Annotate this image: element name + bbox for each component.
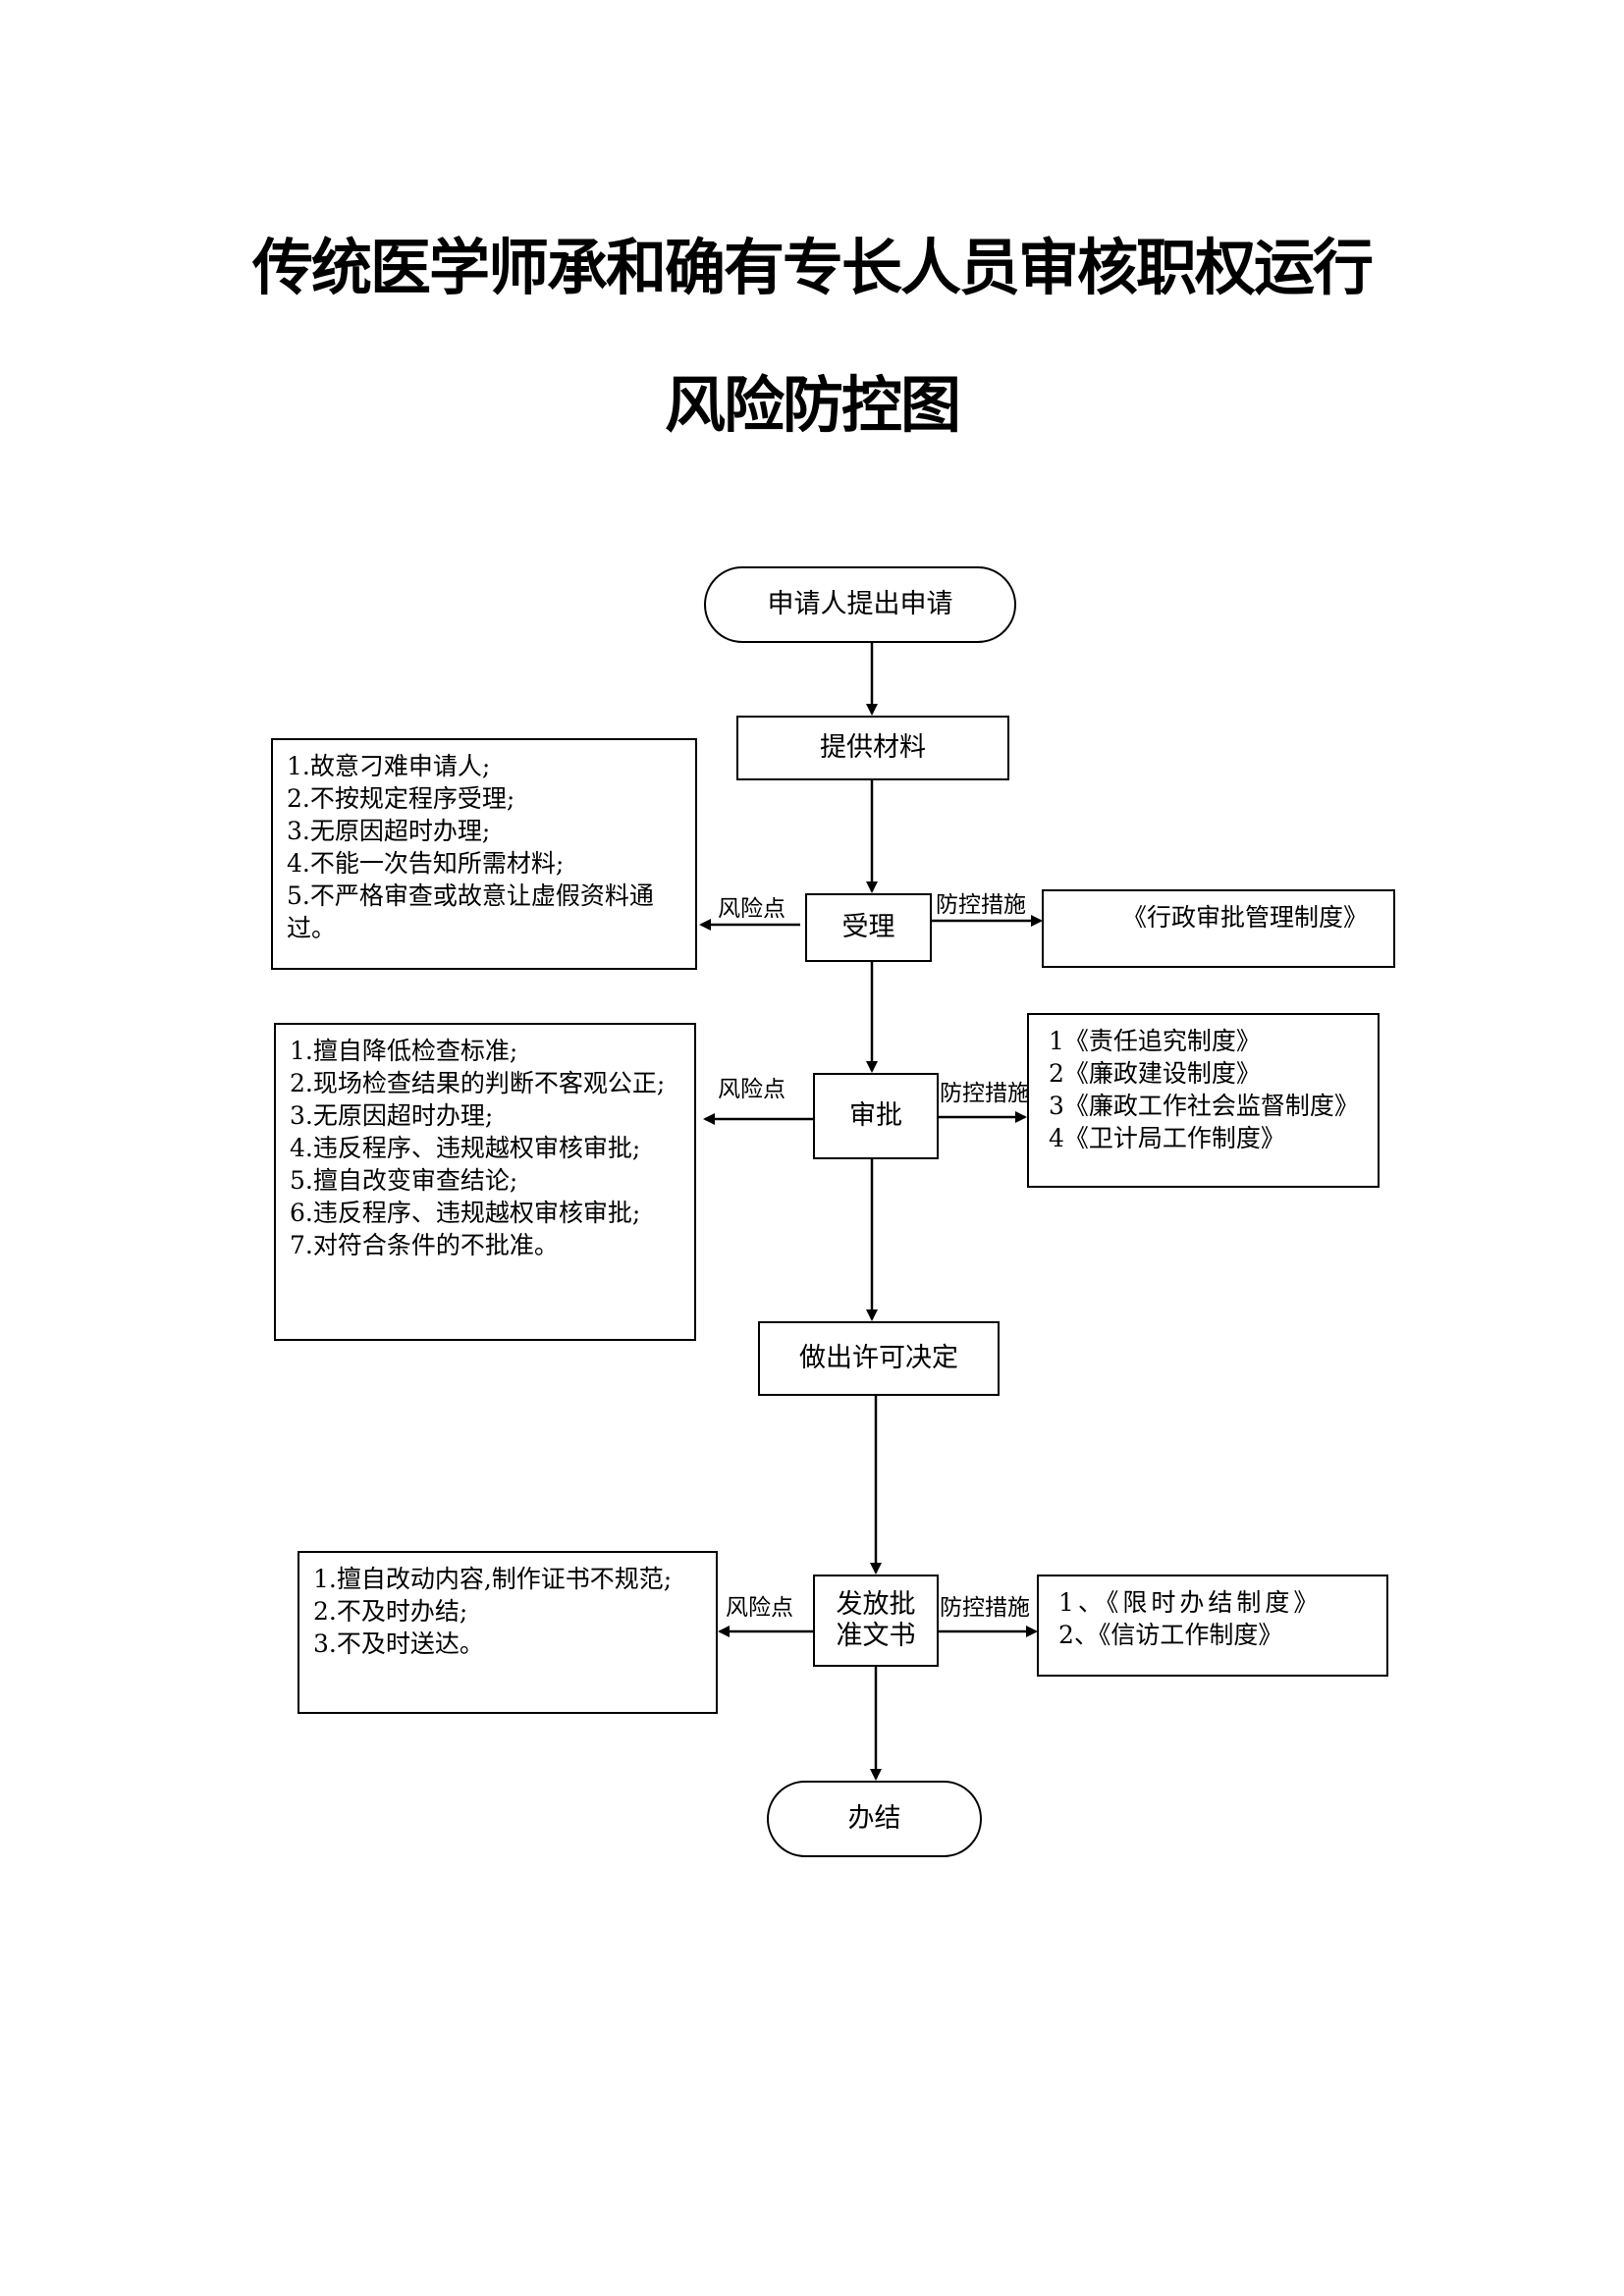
risk-box-accept: 1.故意刁难申请人; 2.不按规定程序受理; 3.无原因超时办理; 4.不能一次… [271, 738, 697, 970]
risk-item: 4.违反程序、违规越权审核审批; [290, 1134, 641, 1162]
risk-item: 1.擅自改动内容,制作证书不规范; [313, 1565, 673, 1593]
risk-item: 7.对符合条件的不批准。 [290, 1231, 559, 1259]
risk-box-issue: 1.擅自改动内容,制作证书不规范; 2.不及时办结; 3.不及时送达。 [298, 1551, 718, 1714]
node-provide-materials-label: 提供材料 [820, 731, 926, 763]
control-item: 2、《信访工作制度》 [1058, 1621, 1283, 1649]
node-accept: 受理 [805, 893, 932, 962]
risk-label-issue: 风险点 [726, 1595, 793, 1621]
risk-item: 4.不能一次告知所需材料; [287, 849, 565, 878]
risk-item: 3.无原因超时办理; [290, 1101, 494, 1130]
control-label-approve: 防控措施 [940, 1081, 1028, 1106]
risk-item: 6.违反程序、违规越权审核审批; [290, 1199, 641, 1227]
control-item: 《行政审批管理制度》 [1122, 903, 1369, 932]
risk-item: 1.故意刁难申请人; [287, 752, 491, 780]
control-item: 2《廉政建设制度》 [1049, 1059, 1261, 1088]
risk-item: 5.擅自改变审查结论; [290, 1166, 518, 1195]
risk-item: 3.无原因超时办理; [287, 817, 491, 845]
node-accept-label: 受理 [841, 911, 895, 942]
node-provide-materials: 提供材料 [736, 716, 1009, 780]
control-box-approve: 1《责任追究制度》 2《廉政建设制度》 3《廉政工作社会监督制度》 4《卫计局工… [1027, 1013, 1380, 1188]
risk-label-approve: 风险点 [718, 1077, 785, 1102]
node-end: 办结 [767, 1781, 982, 1857]
node-decision-label: 做出许可决定 [799, 1342, 958, 1373]
risk-item: 5.不严格审查或故意让虚假资料通过。 [287, 881, 654, 942]
control-box-accept: 《行政审批管理制度》 [1042, 889, 1395, 968]
risk-item: 2.现场检查结果的判断不客观公正; [290, 1069, 666, 1097]
risk-item: 2.不及时办结; [313, 1597, 468, 1626]
control-box-issue: 1、《限时办结制度》 2、《信访工作制度》 [1037, 1575, 1388, 1677]
node-start: 申请人提出申请 [704, 566, 1016, 643]
node-end-label: 办结 [847, 1802, 901, 1834]
risk-item: 2.不按规定程序受理; [287, 784, 515, 813]
control-item: 3《廉政工作社会监督制度》 [1049, 1092, 1359, 1120]
control-item: 4《卫计局工作制度》 [1049, 1124, 1285, 1152]
page-subtitle: 风险防控图 [664, 369, 961, 441]
node-decision: 做出许可决定 [758, 1321, 1000, 1396]
risk-label-accept: 风险点 [718, 896, 785, 922]
page-title: 传统医学师承和确有专长人员审核职权运行 [251, 232, 1374, 303]
node-approve: 审批 [813, 1073, 939, 1159]
node-approve-label: 审批 [849, 1099, 902, 1131]
risk-box-approve: 1.擅自降低检查标准; 2.现场检查结果的判断不客观公正; 3.无原因超时办理;… [274, 1023, 696, 1341]
node-start-label: 申请人提出申请 [767, 588, 953, 619]
risk-item: 1.擅自降低检查标准; [290, 1037, 518, 1065]
control-item: 1《责任追究制度》 [1049, 1027, 1261, 1055]
control-label-accept: 防控措施 [936, 892, 1026, 918]
node-issue-document-label-1: 发放批 [836, 1588, 916, 1620]
node-issue-document: 发放批 准文书 [813, 1575, 939, 1667]
control-label-issue: 防控措施 [940, 1595, 1030, 1621]
node-issue-document-label-2: 准文书 [836, 1621, 916, 1651]
risk-item: 3.不及时送达。 [313, 1629, 484, 1658]
control-item: 1、《限时办结制度》 [1058, 1588, 1323, 1617]
